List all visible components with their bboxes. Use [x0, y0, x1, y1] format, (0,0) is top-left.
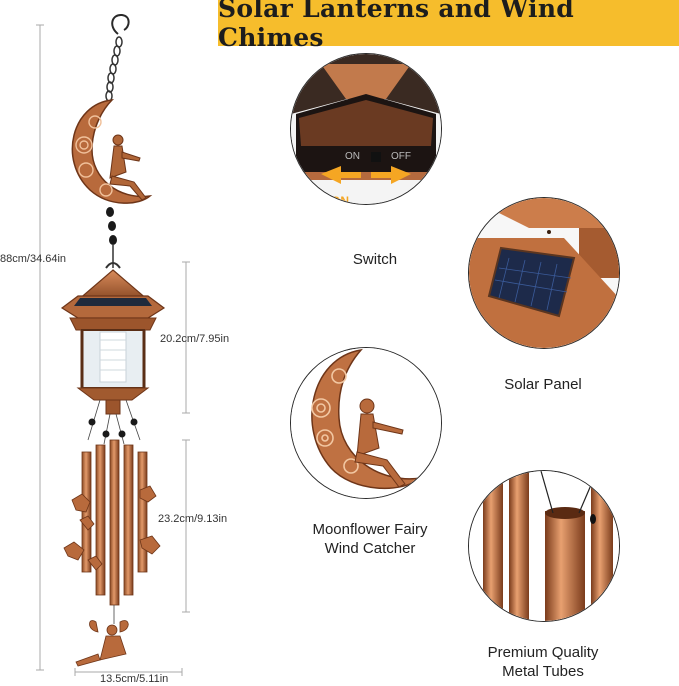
fairy-label: Moonflower Fairy Wind Catcher: [305, 520, 435, 558]
switch-detail-circle: ON OFF ON OFF: [290, 53, 442, 205]
solar-panel-label: Solar Panel: [504, 376, 582, 393]
width-label: 13.5cm/5.11in: [100, 673, 169, 685]
total-height-label: 88cm/34.64in: [0, 253, 67, 265]
fairy-closeup: [291, 348, 441, 498]
wind-chime-tubes: [81, 439, 148, 606]
hanging-hook: [111, 13, 130, 35]
switch-closeup: [291, 54, 441, 204]
switch-label: Switch: [352, 251, 398, 268]
tubes-closeup: [469, 471, 619, 621]
bottom-fairy-wind-catcher: [75, 620, 129, 667]
beads: [106, 207, 117, 245]
title-banner: Solar Lanterns and Wind Chimes: [218, 0, 679, 52]
switch-off-text: OFF: [391, 151, 411, 162]
moon-fairy-ornament: [71, 99, 153, 204]
tubes-detail-circle: [468, 470, 620, 622]
fairy-pendants: [63, 485, 161, 571]
fairy-label-line1: Moonflower Fairy: [312, 521, 428, 538]
solar-panel-closeup: [469, 198, 619, 348]
switch-arrows: [321, 166, 411, 184]
hanging-chain: [105, 36, 123, 102]
solar-panel-detail-circle: [468, 197, 620, 349]
solar-lantern: [60, 269, 166, 415]
fairy-label-line2: Wind Catcher: [324, 540, 416, 557]
tubes-label: Premium Quality Metal Tubes: [478, 643, 608, 681]
fairy-detail-circle: [290, 347, 442, 499]
tube-length-label: 23.2cm/9.13in: [158, 513, 228, 525]
switch-on-text: ON: [345, 151, 360, 162]
switch-off-label: OFF: [399, 194, 423, 205]
tubes-label-line1: Premium Quality: [487, 644, 599, 661]
switch-on-label: ON: [331, 194, 349, 205]
tubes-label-line2: Metal Tubes: [502, 663, 584, 680]
banner-title: Solar Lanterns and Wind Chimes: [218, 0, 575, 52]
lantern-height-label: 20.2cm/7.95in: [160, 333, 230, 345]
